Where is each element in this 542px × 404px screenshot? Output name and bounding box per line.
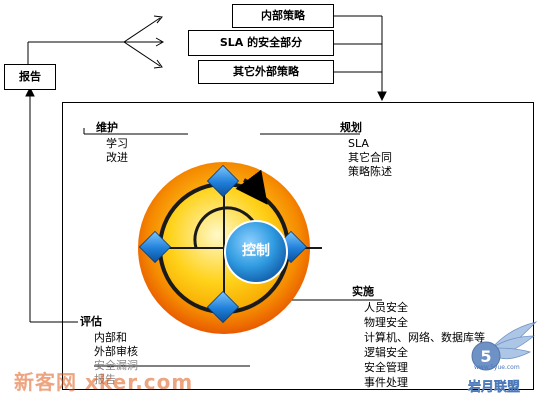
control-label: 控制 bbox=[242, 243, 270, 259]
implement-item: 事件处理 bbox=[364, 376, 408, 389]
watermark-logo-icon: 5 bbox=[471, 321, 538, 371]
internal-policy-label: 内部策略 bbox=[261, 9, 305, 22]
evaluate-title: 评估 bbox=[80, 315, 102, 328]
evaluate-item: 安全漏洞 bbox=[94, 359, 138, 372]
implement-item: 物理安全 bbox=[364, 316, 408, 329]
plan-title: 规划 bbox=[340, 121, 362, 134]
external-policy-box: 其它外部策略 bbox=[198, 60, 334, 84]
watermark-left: 新客网 xker.com bbox=[14, 370, 194, 394]
plan-item: 策略陈述 bbox=[348, 165, 392, 178]
maintain-item: 改进 bbox=[106, 151, 128, 164]
external-policy-label: 其它外部策略 bbox=[233, 65, 299, 78]
implement-item: 人员安全 bbox=[364, 301, 408, 314]
internal-policy-box: 内部策略 bbox=[232, 4, 334, 28]
evaluate-item: 报告 bbox=[94, 373, 116, 386]
policy-connector bbox=[334, 15, 387, 102]
report-box: 报告 bbox=[4, 64, 56, 90]
plan-item: SLA bbox=[348, 137, 369, 150]
maintain-item: 学习 bbox=[106, 137, 128, 150]
svg-text:5: 5 bbox=[480, 347, 491, 366]
sla-security-box: SLA 的安全部分 bbox=[188, 30, 334, 56]
implement-item: 计算机、网络、数据库等 bbox=[364, 331, 485, 344]
evaluate-item: 内部和 bbox=[94, 331, 127, 344]
diamond-top-icon bbox=[206, 164, 240, 198]
report-label: 报告 bbox=[19, 70, 41, 83]
plan-item: 其它合同 bbox=[348, 151, 392, 164]
evaluate-item: 外部审核 bbox=[94, 345, 138, 358]
implement-item: 逻辑安全 bbox=[364, 346, 408, 359]
feedback-arrow bbox=[25, 86, 78, 323]
control-center bbox=[224, 220, 288, 284]
leader-lines bbox=[83, 128, 382, 367]
sla-security-label: SLA 的安全部分 bbox=[219, 36, 303, 49]
watermark-right-small: www.5yue.com bbox=[474, 364, 520, 371]
fan-arrows bbox=[123, 15, 165, 69]
maintain-title: 维护 bbox=[96, 121, 118, 134]
diamond-bottom-icon bbox=[206, 290, 240, 324]
diamond-left-icon bbox=[138, 230, 172, 264]
report-connector bbox=[27, 41, 124, 64]
implement-item: 安全管理 bbox=[364, 361, 408, 374]
implement-title: 实施 bbox=[352, 285, 374, 298]
watermark-right: 岩月联盟 bbox=[468, 380, 521, 395]
